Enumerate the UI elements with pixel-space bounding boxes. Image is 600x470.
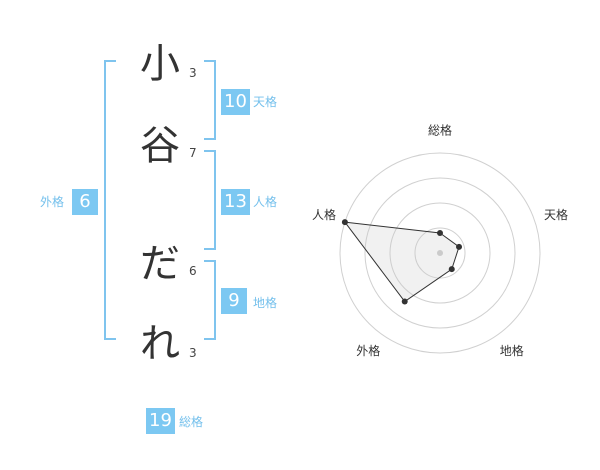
radar-point bbox=[456, 243, 463, 250]
radar-ring bbox=[414, 227, 466, 279]
name-char-2: 谷 bbox=[140, 123, 180, 169]
jinkaku-value: 13 bbox=[221, 189, 250, 215]
stroke-count-4: 3 bbox=[189, 346, 197, 360]
radar-ring bbox=[389, 202, 491, 304]
stroke-count-3: 6 bbox=[189, 264, 197, 278]
tenkaku-label: 天格 bbox=[253, 95, 278, 109]
soukaku-label: 総格 bbox=[179, 415, 204, 429]
radar-ring bbox=[364, 177, 516, 329]
chikaku-label: 地格 bbox=[253, 296, 278, 310]
jinkaku-bracket bbox=[204, 150, 216, 250]
radar-point bbox=[448, 266, 455, 273]
radar-axis-label: 天格 bbox=[544, 207, 568, 222]
name-char-4: れ bbox=[140, 321, 180, 367]
name-char-1: 小 bbox=[140, 41, 180, 87]
radar-series-polygon bbox=[343, 221, 460, 303]
chikaku-value: 9 bbox=[221, 288, 247, 314]
tenkaku-bracket bbox=[204, 60, 216, 140]
radar-point bbox=[401, 298, 408, 305]
gaikaku-label: 外格 bbox=[40, 195, 65, 209]
stroke-count-1: 3 bbox=[189, 66, 197, 80]
soukaku-value: 19 bbox=[146, 408, 175, 434]
name-char-3: だ bbox=[140, 241, 180, 287]
tenkaku-value: 10 bbox=[221, 89, 250, 115]
radar-axis-label: 外格 bbox=[356, 343, 380, 358]
gaikaku-value: 6 bbox=[72, 189, 98, 215]
radar-point bbox=[437, 230, 443, 236]
stroke-count-2: 7 bbox=[189, 146, 197, 160]
gaikaku-bracket bbox=[104, 60, 116, 340]
radar-point bbox=[341, 219, 348, 226]
chikaku-bracket bbox=[204, 260, 216, 340]
radar-center-dot bbox=[437, 250, 443, 256]
radar-axis-label: 総格 bbox=[428, 123, 452, 138]
jinkaku-label: 人格 bbox=[253, 195, 278, 209]
radar-axis-label: 人格 bbox=[312, 207, 336, 222]
radar-axis-label: 地格 bbox=[500, 343, 524, 358]
